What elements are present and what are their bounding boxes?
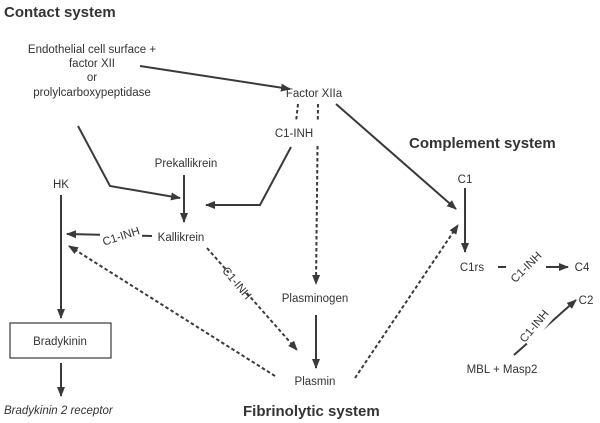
gap-inh-factor-xiia <box>268 121 322 145</box>
node-prekallikrein: Prekallikrein <box>155 158 218 170</box>
dashed-arrow-kallikrein-to-plasmin <box>206 247 298 351</box>
gap-inh-c2 <box>514 305 554 347</box>
heading-contact-system: Contact system <box>4 4 116 21</box>
arrow-endothelial-to-factor-xiia <box>139 65 291 92</box>
gap-inh-hk <box>100 226 142 246</box>
gap-inh-c4 <box>506 256 546 278</box>
node-hk: HK <box>53 179 69 191</box>
arrow-endothelial-to-kallikrein <box>77 125 181 201</box>
arrow-factor-xiia-to-c1 <box>335 103 457 210</box>
node-c4: C4 <box>575 262 590 274</box>
dashed-arrow-plasmin-to-hk <box>68 245 276 377</box>
node-factor-xiia: Factor XIIa <box>286 88 343 100</box>
node-c1: C1 <box>458 174 473 186</box>
node-bradykinin: Bradykinin <box>33 336 87 348</box>
bradykinin-box <box>9 322 112 359</box>
gap-inh-plasmin <box>219 266 255 300</box>
arrow-factor-xiia-to-kallikrein <box>205 146 292 209</box>
node-c2: C2 <box>579 295 594 307</box>
node-plasmin: Plasmin <box>295 376 336 388</box>
node-endothelial-line-1: Endothelial cell surface + <box>28 44 156 56</box>
dashed-factor-xiia-to-inhibitor <box>295 103 299 123</box>
node-bradykinin-2-receptor: Bradykinin 2 receptor <box>4 405 114 417</box>
node-kallikrein: Kallikrein <box>158 232 205 244</box>
node-endothelial-line-4: prolylcarboxypeptidase <box>33 87 151 99</box>
heading-fibrinolytic-system: Fibrinolytic system <box>243 403 380 420</box>
heading-complement-system: Complement system <box>409 135 556 152</box>
inhibitor-factor-xiia: C1-INH <box>275 128 313 140</box>
node-mbl-masp2: MBL + Masp2 <box>467 364 538 376</box>
node-plasminogen: Plasminogen <box>282 293 348 305</box>
dashed-arrow-plasmin-to-c1 <box>354 224 459 379</box>
node-c1rs: C1rs <box>460 262 485 274</box>
node-endothelial-line-3: or <box>87 72 97 84</box>
node-endothelial-line-2: factor XII <box>69 58 115 70</box>
